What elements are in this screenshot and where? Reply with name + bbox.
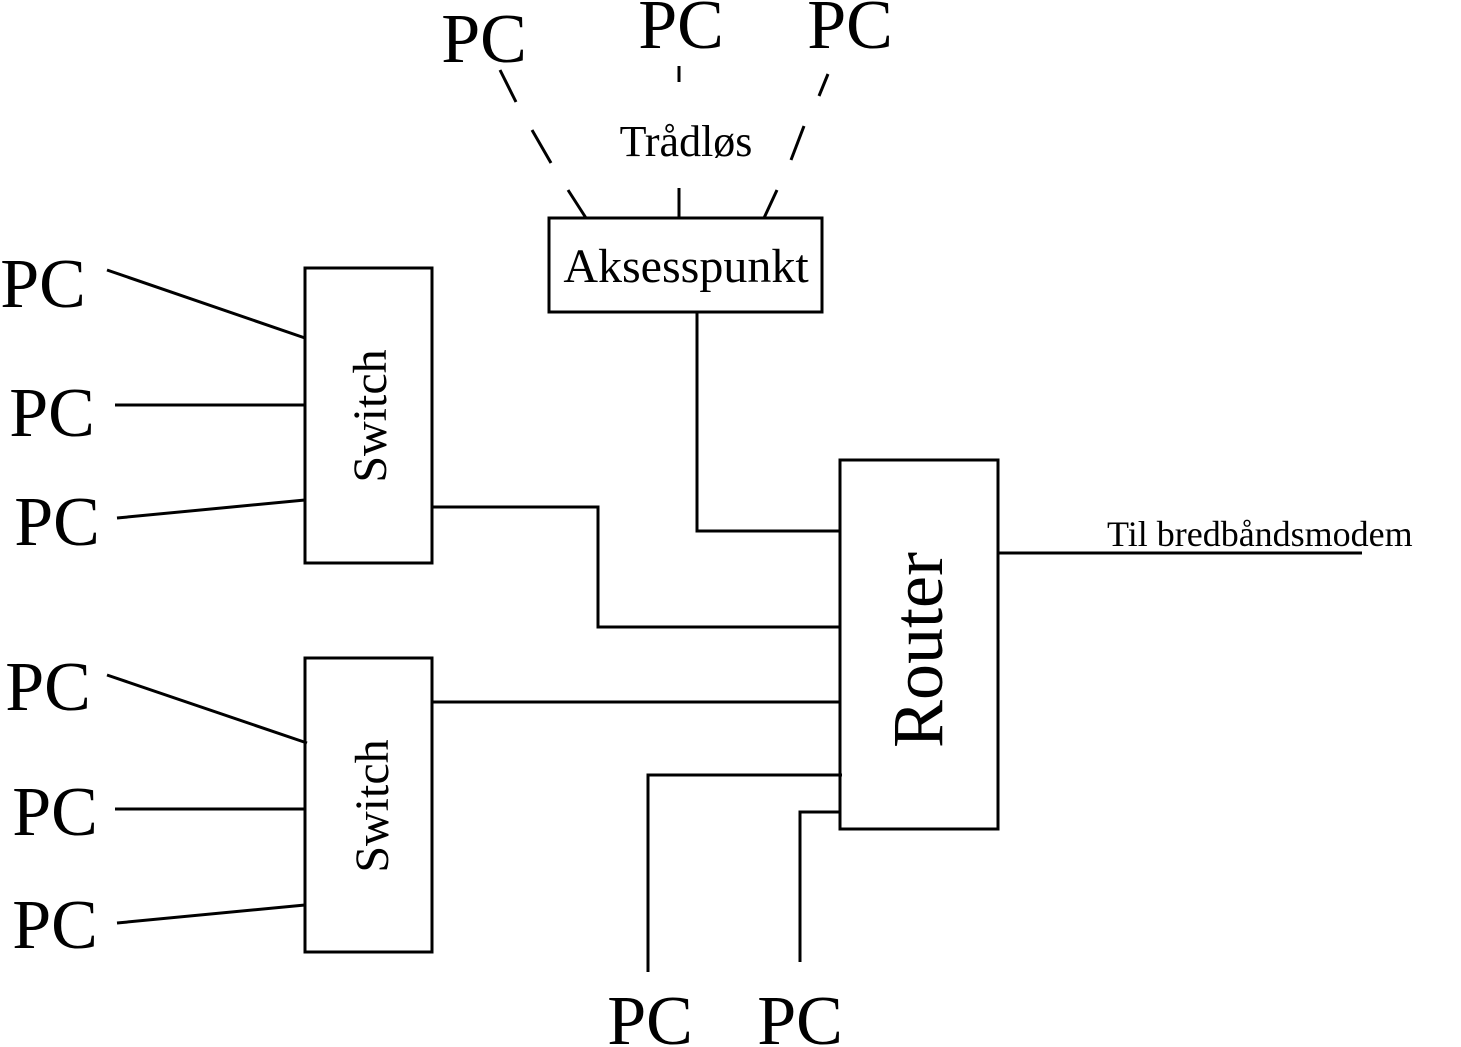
router-pc-1: PC [607, 983, 693, 1047]
wireless-dash [530, 129, 553, 164]
link-router-pc-bottom-2 [798, 810, 840, 962]
switch-top-pc-1: PC [0, 246, 86, 323]
access-point-box [547, 216, 824, 314]
wireless-dash [762, 189, 779, 219]
wireless-dash [498, 69, 518, 103]
wireless-label: Trådløs [620, 117, 753, 166]
wireless-pc-center: PC [638, 0, 724, 64]
link-access-point-router [695, 312, 840, 533]
switch-top-pc-2: PC [9, 375, 95, 452]
switch-bottom-pc-2: PC [12, 774, 98, 851]
wireless-pc-left: PC [441, 1, 527, 78]
wireless-dash [817, 73, 830, 97]
link-pc-switch-bottom-1 [106, 673, 308, 745]
link-pc-switch-bottom-3 [116, 903, 306, 925]
access-point-label: Aksesspunkt [563, 240, 809, 293]
switch-bottom-pc-3: PC [12, 887, 98, 964]
wireless-dash [566, 189, 588, 219]
wireless-pc-right: PC [807, 0, 893, 64]
wireless-dash [789, 125, 806, 161]
wireless-links [498, 66, 830, 219]
link-switch-top-router [432, 505, 840, 629]
switch-top-box [303, 266, 434, 565]
router-box [838, 458, 1000, 831]
switch-bottom-label: Switch [346, 739, 399, 872]
switch-bottom-box [303, 656, 434, 954]
link-pc-switch-top-1 [106, 268, 306, 340]
switch-bottom-pc-1: PC [5, 649, 91, 726]
router-label: Router [878, 552, 958, 748]
link-router-pc-bottom-1 [646, 773, 842, 972]
switch-top-pc-3: PC [14, 484, 100, 561]
switch-top-label: Switch [344, 349, 397, 482]
router-pc-2: PC [757, 983, 843, 1047]
link-pc-switch-top-3 [116, 498, 306, 520]
modem-label: Til bredbåndsmodem [1107, 514, 1413, 554]
